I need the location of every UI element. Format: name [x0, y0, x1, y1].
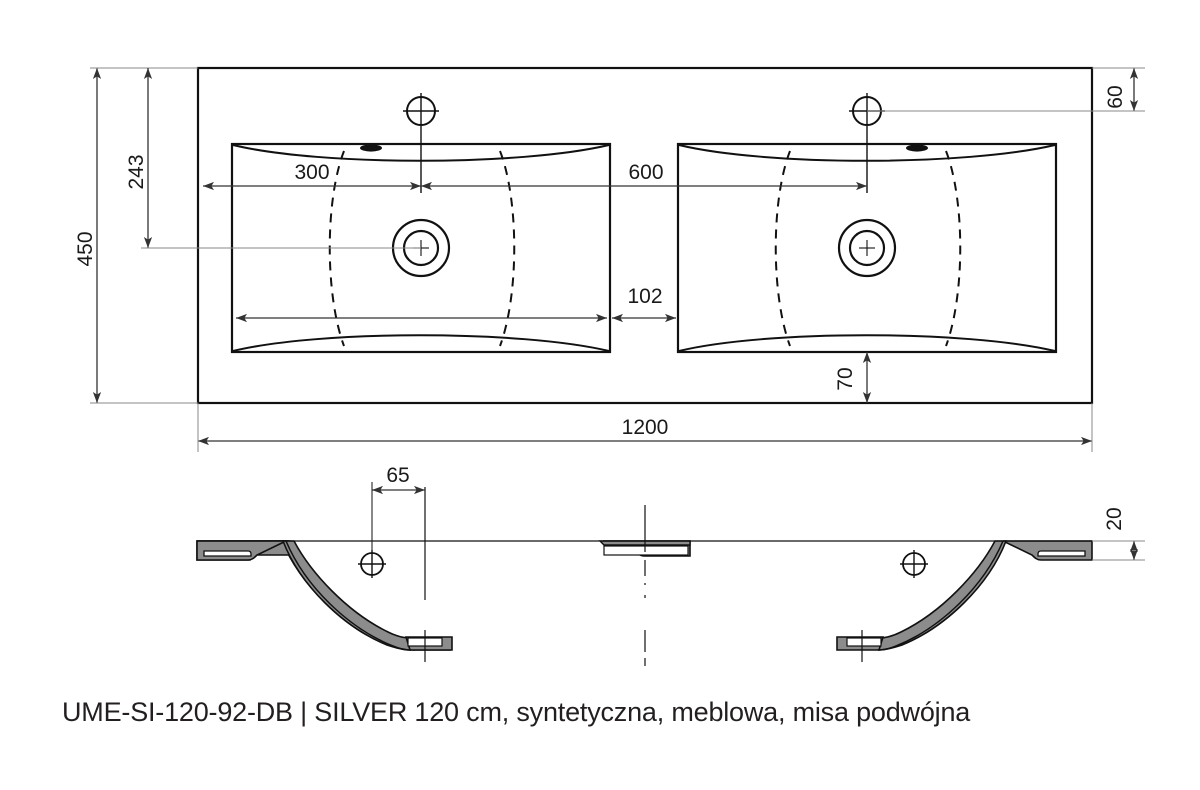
overflow-slot: [906, 144, 928, 152]
dimension-450-label: 450: [74, 231, 97, 266]
hidden-contour: [774, 150, 791, 347]
basin-left-inner-bottom: [232, 334, 610, 352]
dimension-70-label: 70: [834, 367, 857, 390]
dimension-102-label: 102: [627, 285, 662, 308]
section-bowl-left-groove: [203, 550, 252, 557]
section-bowl-left-wall: [281, 540, 411, 651]
tap-hole-symbol: [900, 550, 928, 578]
top-view: 450 243 300 600: [74, 66, 1145, 452]
dimension-1200-label: 1200: [622, 416, 669, 439]
section-bowl-right-drain-opening: [846, 637, 882, 647]
tap-hole: [403, 93, 439, 193]
overflow-slot: [360, 144, 382, 152]
dimension-20: 20: [1092, 507, 1145, 561]
dimension-300: 300: [203, 161, 421, 191]
dimension-60-label: 60: [1104, 85, 1127, 108]
dimension-450: 450: [74, 67, 198, 404]
dimension-60: 60: [867, 67, 1145, 112]
basin-left-inner-top: [232, 144, 610, 162]
section-bowl-right-wall: [878, 540, 1008, 651]
dimension-243-label: 243: [125, 154, 148, 189]
section-center-groove: [603, 545, 689, 556]
hidden-contour: [945, 150, 962, 347]
dimension-20-label: 20: [1103, 507, 1126, 530]
dimension-70: 70: [834, 352, 872, 403]
section-bowl-left-outer-edge: [285, 540, 412, 651]
hidden-contour: [499, 150, 516, 347]
dimension-243: 243: [125, 68, 421, 249]
section-bowl-right: [836, 540, 1093, 651]
drain-hole: [837, 218, 897, 278]
product-caption: UME-SI-120-92-DB | SILVER 120 cm, syntet…: [62, 697, 971, 727]
dimension-1200: 1200: [197, 403, 1093, 452]
dimension-65-label: 65: [386, 464, 409, 487]
dimension-102: 102: [612, 285, 676, 323]
basin-right-inner-top: [678, 144, 1056, 162]
dimension-65: 65: [371, 464, 425, 556]
basin-right: [676, 93, 1058, 354]
dimension-600-label: 600: [628, 161, 663, 184]
section-bowl-left: [196, 540, 453, 651]
unused4: [560, 541, 604, 552]
section-bowl-right-outer-edge: [877, 540, 1004, 651]
section-view: 65 20: [196, 464, 1145, 668]
dimension-300-label: 300: [294, 161, 329, 184]
basin-right-inner-bottom: [678, 334, 1056, 352]
section-bowl-right-groove: [1037, 550, 1086, 557]
dimension-600: 600: [421, 161, 867, 191]
